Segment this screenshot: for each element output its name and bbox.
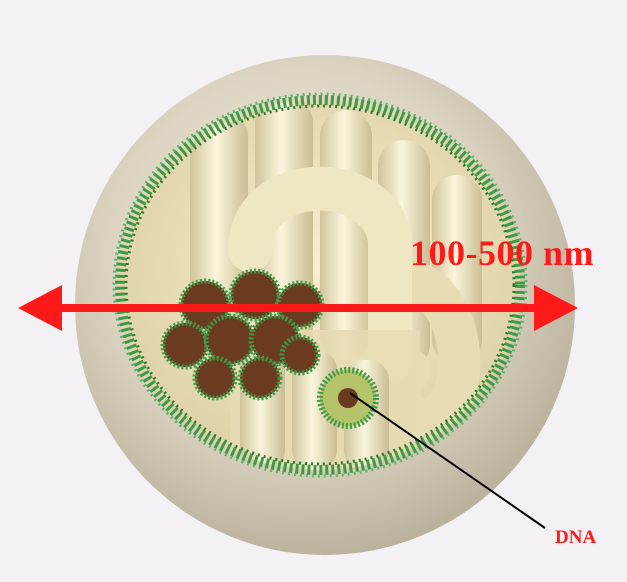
dna-label: DNA xyxy=(555,527,596,549)
size-label: 100-500 nm xyxy=(410,232,594,274)
